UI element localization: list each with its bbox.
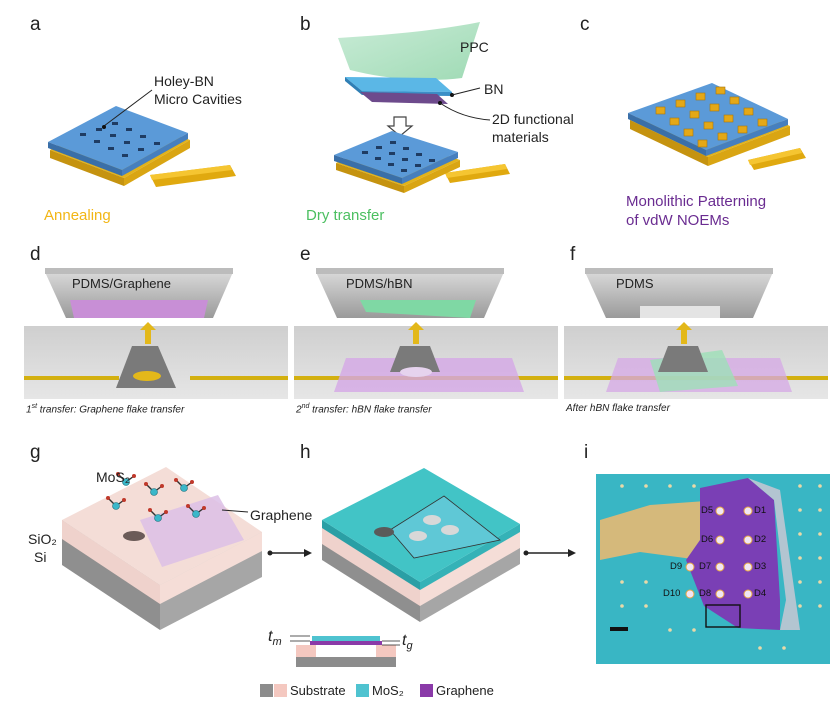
stamp-label-d: PDMS/Graphene xyxy=(72,276,171,291)
holey-bn-label: Holey-BN xyxy=(154,73,214,89)
panel-label-i: i xyxy=(584,442,589,463)
materials-label-1: 2D functional xyxy=(492,111,574,127)
micro-cavities-label: Micro Cavities xyxy=(154,91,242,107)
panel-label-a: a xyxy=(30,14,41,35)
caption-f: After hBN flake transfer xyxy=(566,403,670,414)
patterning-caption-1: Monolithic Patterning xyxy=(626,193,767,210)
sio2-label: SiO₂ xyxy=(28,531,57,547)
panel-b-transfer xyxy=(334,22,510,193)
caption-d: 1st transfer: Graphene flake transfer xyxy=(26,403,185,416)
micrograph-dots xyxy=(620,484,822,650)
device-label: D6 xyxy=(701,534,714,545)
legend-mos2: MoS₂ xyxy=(372,683,404,698)
stamp-label-e: PDMS/hBN xyxy=(346,276,413,291)
legend-graphene: Graphene xyxy=(436,683,494,698)
panel-g-device xyxy=(62,467,262,630)
patterning-caption-2: of vdW NOEMs xyxy=(626,212,730,229)
panel-d-stamp xyxy=(45,268,233,318)
panel-label-f: f xyxy=(570,244,576,265)
panel-h-inset xyxy=(290,635,400,667)
device-holes xyxy=(685,506,753,599)
device-label: D1 xyxy=(754,505,767,516)
caption-e: 2nd transfer: hBN flake transfer xyxy=(296,403,432,416)
device-label: D10 xyxy=(663,588,681,599)
panel-label-g: g xyxy=(30,442,41,463)
graphene-label: Graphene xyxy=(250,507,313,523)
device-label: D9 xyxy=(670,561,683,572)
device-label: D3 xyxy=(754,561,767,572)
tm-label: tm xyxy=(268,628,282,649)
ppc-label: PPC xyxy=(460,39,489,55)
panel-f-board xyxy=(564,322,828,399)
panel-e-board xyxy=(294,322,558,399)
device-label: D4 xyxy=(754,588,767,599)
panel-label-d: d xyxy=(30,244,41,265)
flow-arrows xyxy=(267,549,576,557)
panel-label-h: h xyxy=(300,442,311,463)
mos2-label: MoS₂ xyxy=(96,469,131,485)
panel-f-stamp xyxy=(585,268,773,318)
stamp-label-f: PDMS xyxy=(616,276,654,291)
panel-label-e: e xyxy=(300,244,311,265)
device-label: D2 xyxy=(754,534,767,545)
panel-i-micrograph xyxy=(596,474,830,664)
bn-label: BN xyxy=(484,81,504,97)
device-label: D8 xyxy=(699,588,712,599)
device-label: D5 xyxy=(701,505,714,516)
noem-array xyxy=(655,86,768,148)
dry-transfer-caption: Dry transfer xyxy=(306,207,385,224)
panel-label-c: c xyxy=(580,14,590,35)
device-label: D7 xyxy=(699,561,712,572)
panel-c-chip xyxy=(628,83,806,170)
tg-label: tg xyxy=(402,632,413,653)
panel-label-b: b xyxy=(300,14,311,35)
panel-a-chip xyxy=(48,89,236,187)
materials-label-2: materials xyxy=(492,129,549,145)
si-label: Si xyxy=(34,549,47,565)
legend-swatches xyxy=(260,684,433,697)
panel-h-device xyxy=(322,468,520,622)
panel-d-board xyxy=(24,322,288,399)
panel-e-stamp xyxy=(316,268,504,318)
micro-cavities xyxy=(80,122,160,157)
legend-substrate: Substrate xyxy=(290,683,346,698)
annealing-caption: Annealing xyxy=(44,207,111,224)
